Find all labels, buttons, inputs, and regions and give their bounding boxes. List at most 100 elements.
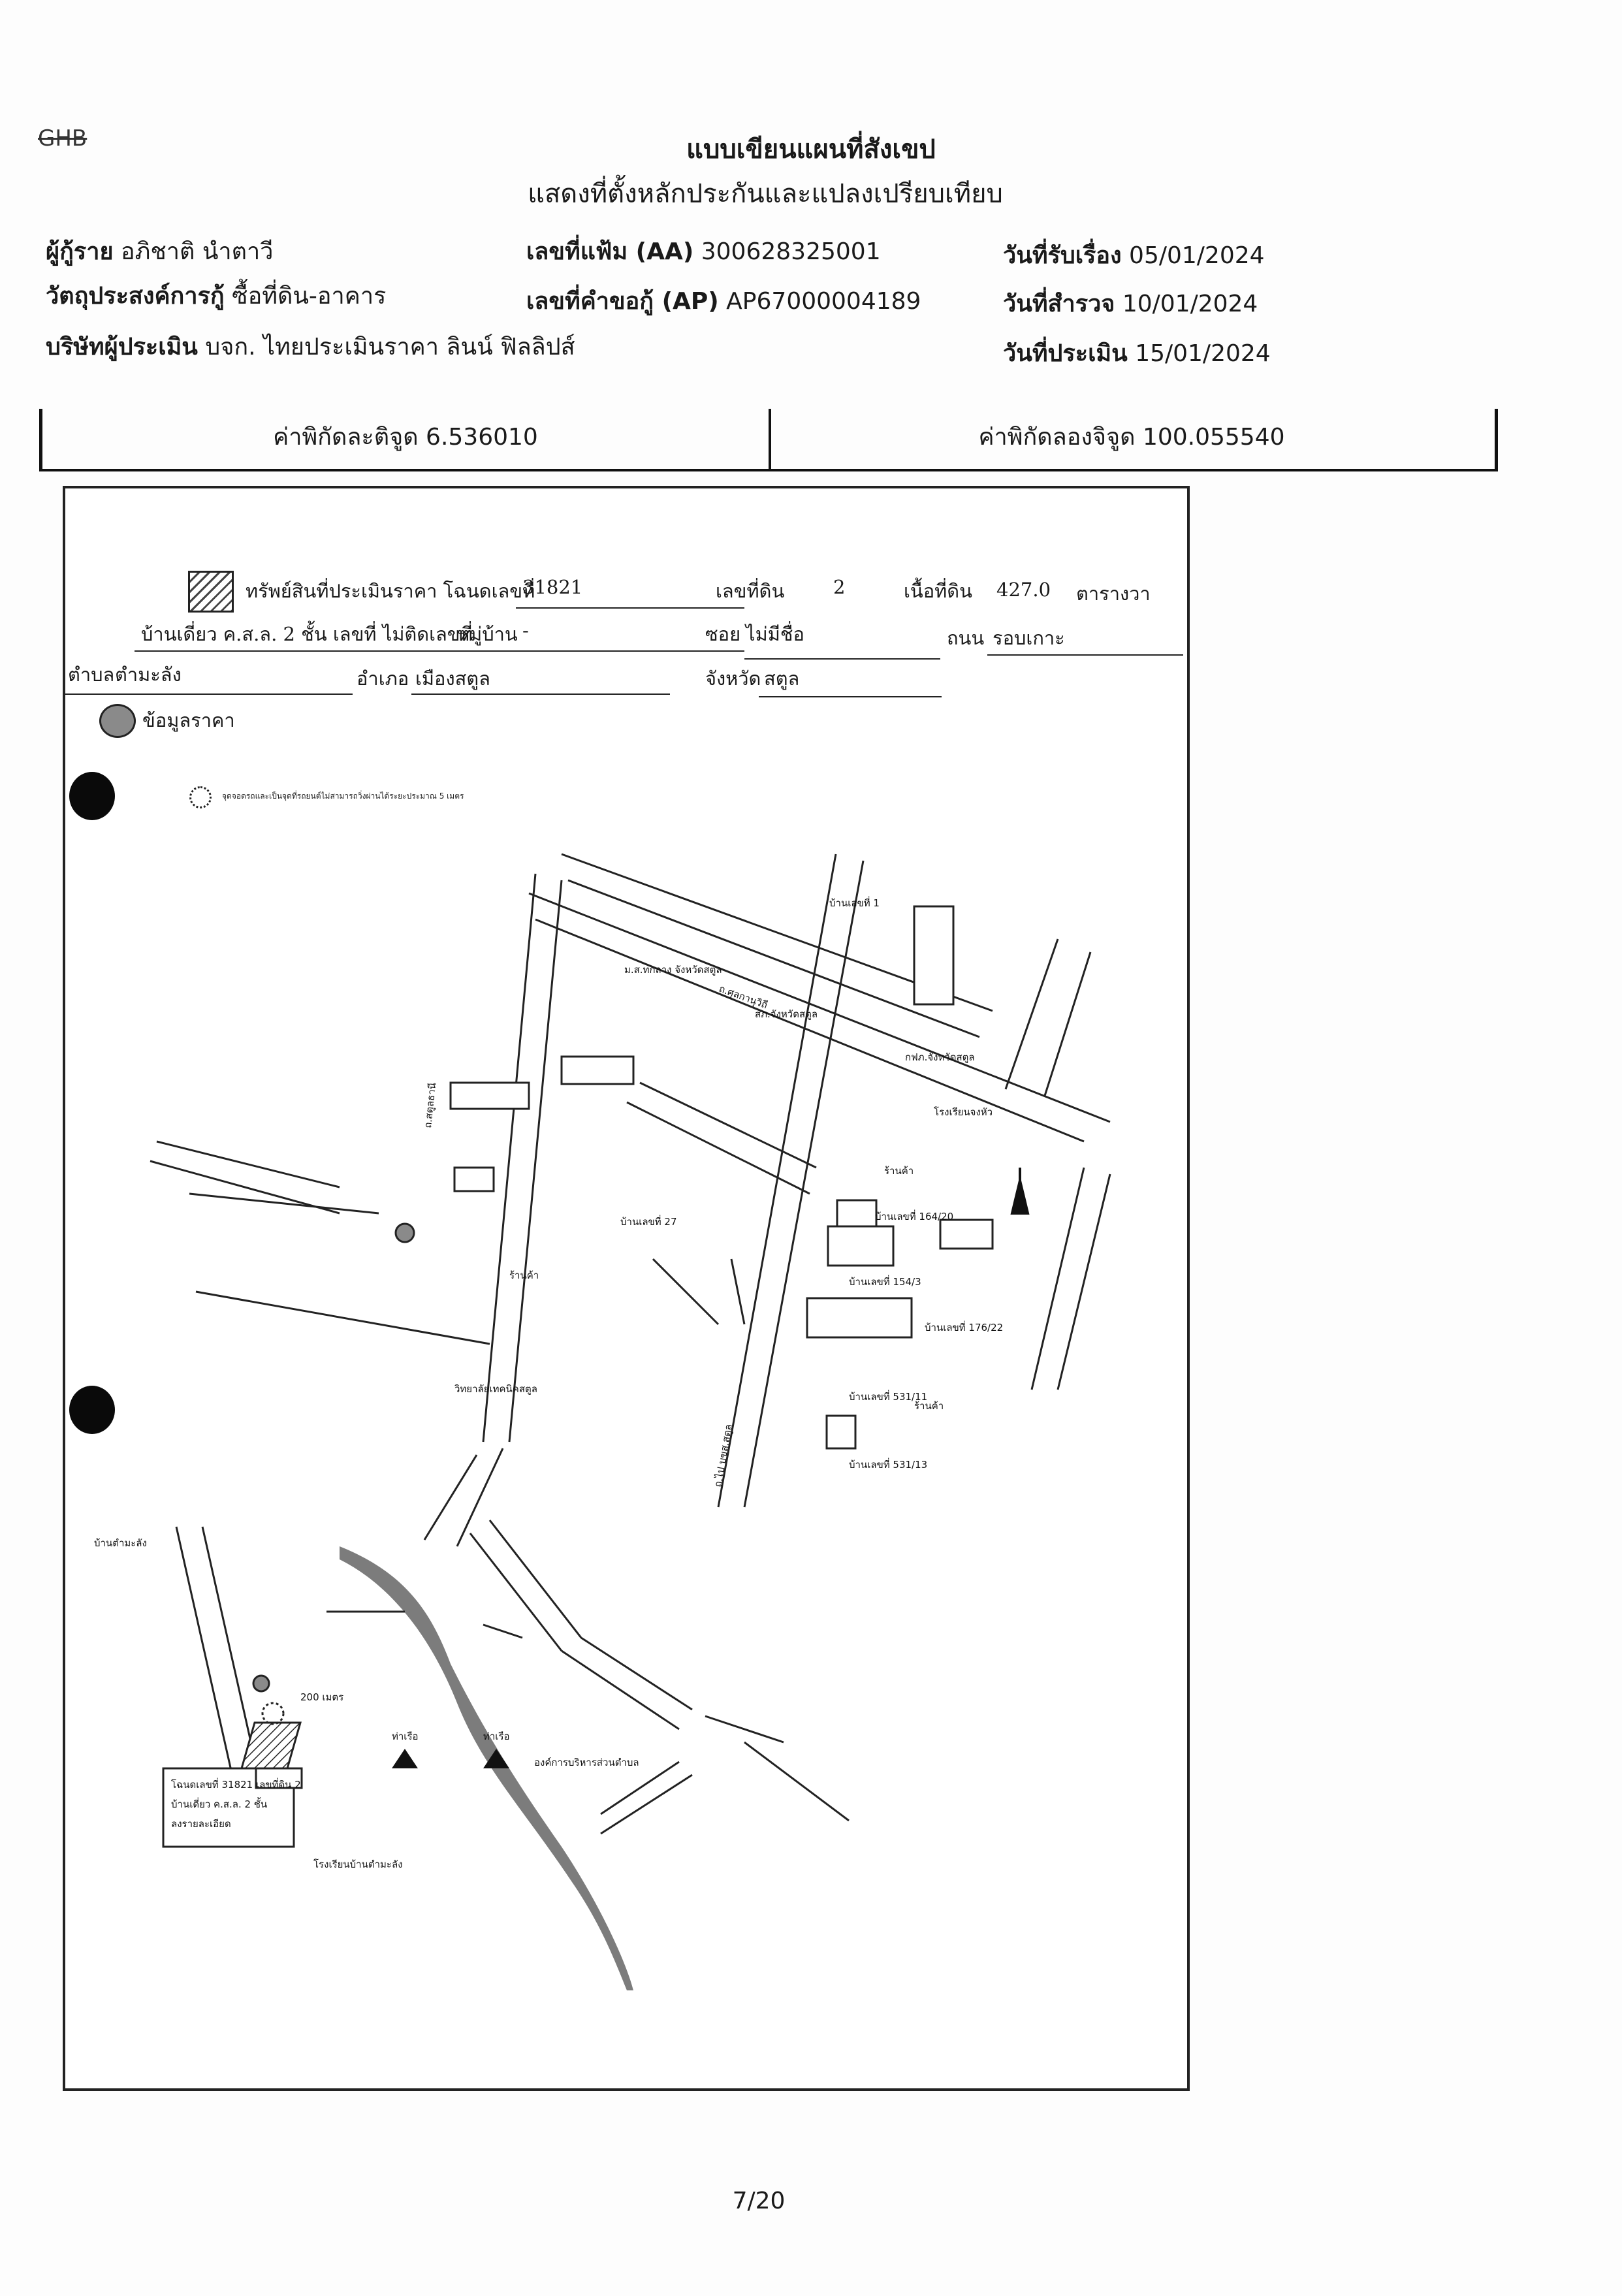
map-label-16: ท่าเรือ [483,1730,510,1742]
amphoe-label: อำเภอ [357,667,409,690]
amphoe-value: เมืองสตูล [415,667,490,690]
purpose-value: ซื้อที่ดิน-อาคาร [232,283,387,310]
map-label-23: ถ.สตูลธานี [422,1082,438,1128]
file-no-row: เลขที่แฟ้ม (AA) 300628325001 [526,232,881,270]
road-mid [626,1081,817,1195]
building-underline [135,649,516,652]
road-diagonal-1 [528,892,1111,1143]
map-label-5: ร้านค้า [884,1165,914,1177]
borrower-label: ผู้กู้ราย [46,238,114,265]
land-no: 2 [833,576,846,598]
sketch-map: ม.ส.ทกลาง จังหวัดสตูล สภ.จังหวัดสตูล กฟภ… [94,853,1111,1990]
road-underline [987,653,1183,656]
amphoe-underline [411,692,670,695]
map-label-13: วิทยาลัยเทคนิคสตูล [454,1383,537,1395]
road-mid-2 [652,1258,746,1326]
deed-no: 31821 [522,576,583,598]
road-label: ถนน [947,627,985,649]
company-row: บริษัทผู้ประเมิน บจก. ไทยประเมินราคา ลิน… [46,328,575,365]
map-label-8: บ้านเลขที่ 154/3 [849,1275,921,1288]
borrower-row: ผู้กู้ราย อภิชาติ นำตาวี [46,232,273,270]
document-title: แบบเขียนแผนที่สังเขป [686,135,936,165]
map-label-24: ถ.ไป บขส.สตูล [712,1424,735,1488]
road-west-2 [189,1192,490,1345]
price-data-label: ข้อมูลราคา [142,709,235,731]
page-number: 7/20 [732,2188,786,2214]
map-label-26: ร้านค้า [914,1400,944,1412]
map-label-1: ม.ส.ทกลาง จังหวัดสตูล [624,964,722,976]
purpose-label: วัตถุประสงค์การกู้ [46,283,225,310]
received-value: 05/01/2024 [1129,242,1265,269]
asset-label: ทรัพย์สินที่ประเมินราคา โฉนดเลขที่ [246,580,535,602]
parking-dotted-circle-icon [189,786,212,808]
land-no-label: เลขที่ดิน [716,580,785,602]
province-label: จังหวัด [705,667,761,690]
map-label-27: บ้านตำมะลัง [94,1537,147,1549]
village-label: หมู่บ้าน [457,623,518,645]
asset-hatch-icon [188,571,234,613]
map-label-2: สภ.จังหวัดสตูล [755,1008,818,1020]
tambon-value: ตำมะลัง [115,663,182,686]
province-underline [759,695,942,697]
request-no-value: AP67000004189 [726,288,921,315]
ghb-logo: GHB [38,125,87,151]
map-label-11: บ้านเลขที่ 531/13 [849,1458,927,1471]
received-label: วันที่รับเรื่อง [1003,242,1122,269]
coordinate-divider [769,409,771,469]
road-small-2 [600,1761,693,1835]
borrower-value: อภิชาติ นำตาวี [121,238,274,265]
tambon-underline [65,692,353,695]
survey-value: 10/01/2024 [1122,291,1258,317]
company-label: บริษัทผู้ประเมิน [46,334,198,360]
soi-underline [744,657,940,660]
soi-value: ไม่มีชื่อ [746,623,804,645]
document-subtitle: แสดงที่ตั้งหลักประกันและแปลงเปรียบเทียบ [528,179,1003,209]
scan-blot-top [69,772,115,820]
map-label-21: ลงรายละเอียด [171,1818,231,1830]
map-label-6: บ้านเลขที่ 1 [829,896,880,909]
map-label-7: บ้านเลขที่ 164/20 [875,1209,953,1222]
road-west-1 [150,1140,340,1215]
appraise-row: วันที่ประเมิน 15/01/2024 [1003,334,1271,372]
road-value: รอบเกาะ [993,627,1065,649]
request-no-label: เลขที่คำขอกู้ (AP) [526,288,719,315]
map-label-12: ร้านค้า [509,1269,539,1281]
latitude: ค่าพิกัดละติจูด 6.536010 [273,424,538,451]
map-label-4: โรงเรียนจงหัว [934,1106,993,1118]
request-no-row: เลขที่คำขอกู้ (AP) AP67000004189 [526,282,921,319]
road-east [1004,938,1092,1096]
road-small-1 [326,1610,523,1639]
road-bottom-right [705,1715,850,1822]
map-label-19: โฉนดเลขที่ 31821 เลขที่ดิน 2 [171,1778,301,1791]
scan-blot-bottom [69,1386,115,1434]
road-main-2 [717,853,865,1508]
road-cross-1 [423,1448,504,1547]
file-no-label: เลขที่แฟ้ม (AA) [526,238,694,265]
area-unit: ตารางวา [1076,582,1151,605]
received-row: วันที่รับเรื่อง 05/01/2024 [1003,236,1265,274]
map-label-10: บ้านเลขที่ 531/11 [849,1390,927,1403]
map-label-18: โรงเรียนบ้านตำมะลัง [313,1858,403,1870]
map-label-17: องค์การบริหารส่วนตำบล [534,1757,639,1768]
road-cross-3 [561,1636,693,1730]
soi-label: ซอย [705,623,741,645]
map-label-15: ท่าเรือ [392,1730,419,1742]
company-value: บจก. ไทยประเมินราคา ลินน์ ฟิลลิปส์ [205,334,575,360]
map-label-20: บ้านเดี่ยว ค.ส.ล. 2 ชั้น [171,1797,267,1810]
price-data-circle-icon [99,704,136,738]
province-value: สตูล [764,667,800,690]
deed-underline [516,606,744,609]
appraise-value: 15/01/2024 [1135,340,1271,367]
village-value: - [522,619,529,641]
survey-row: วันที่สำรวจ 10/01/2024 [1003,285,1258,322]
map-label-22: 200 เมตร [300,1691,343,1703]
map-frame: ทรัพย์สินที่ประเมินราคา โฉนดเลขที่ 31821… [63,486,1190,2091]
map-label-3: กฟภ.จังหวัดสตูล [905,1051,975,1063]
road-east-2 [1030,1167,1111,1390]
purpose-row: วัตถุประสงค์การกู้ ซื้อที่ดิน-อาคาร [46,277,386,314]
coordinate-bar: ค่าพิกัดละติจูด 6.536010 ค่าพิกัดลองจิจู… [39,409,1498,471]
area-label: เนื้อที่ดิน [904,580,972,602]
parking-note: จุดจอดรถและเป็นจุดที่รถยนต์ไม่สามารถวิ่ง… [222,791,464,801]
longitude: ค่าพิกัดลองจิจูด 100.055540 [978,424,1285,451]
map-label-14: บ้านเลขที่ 27 [620,1215,677,1228]
